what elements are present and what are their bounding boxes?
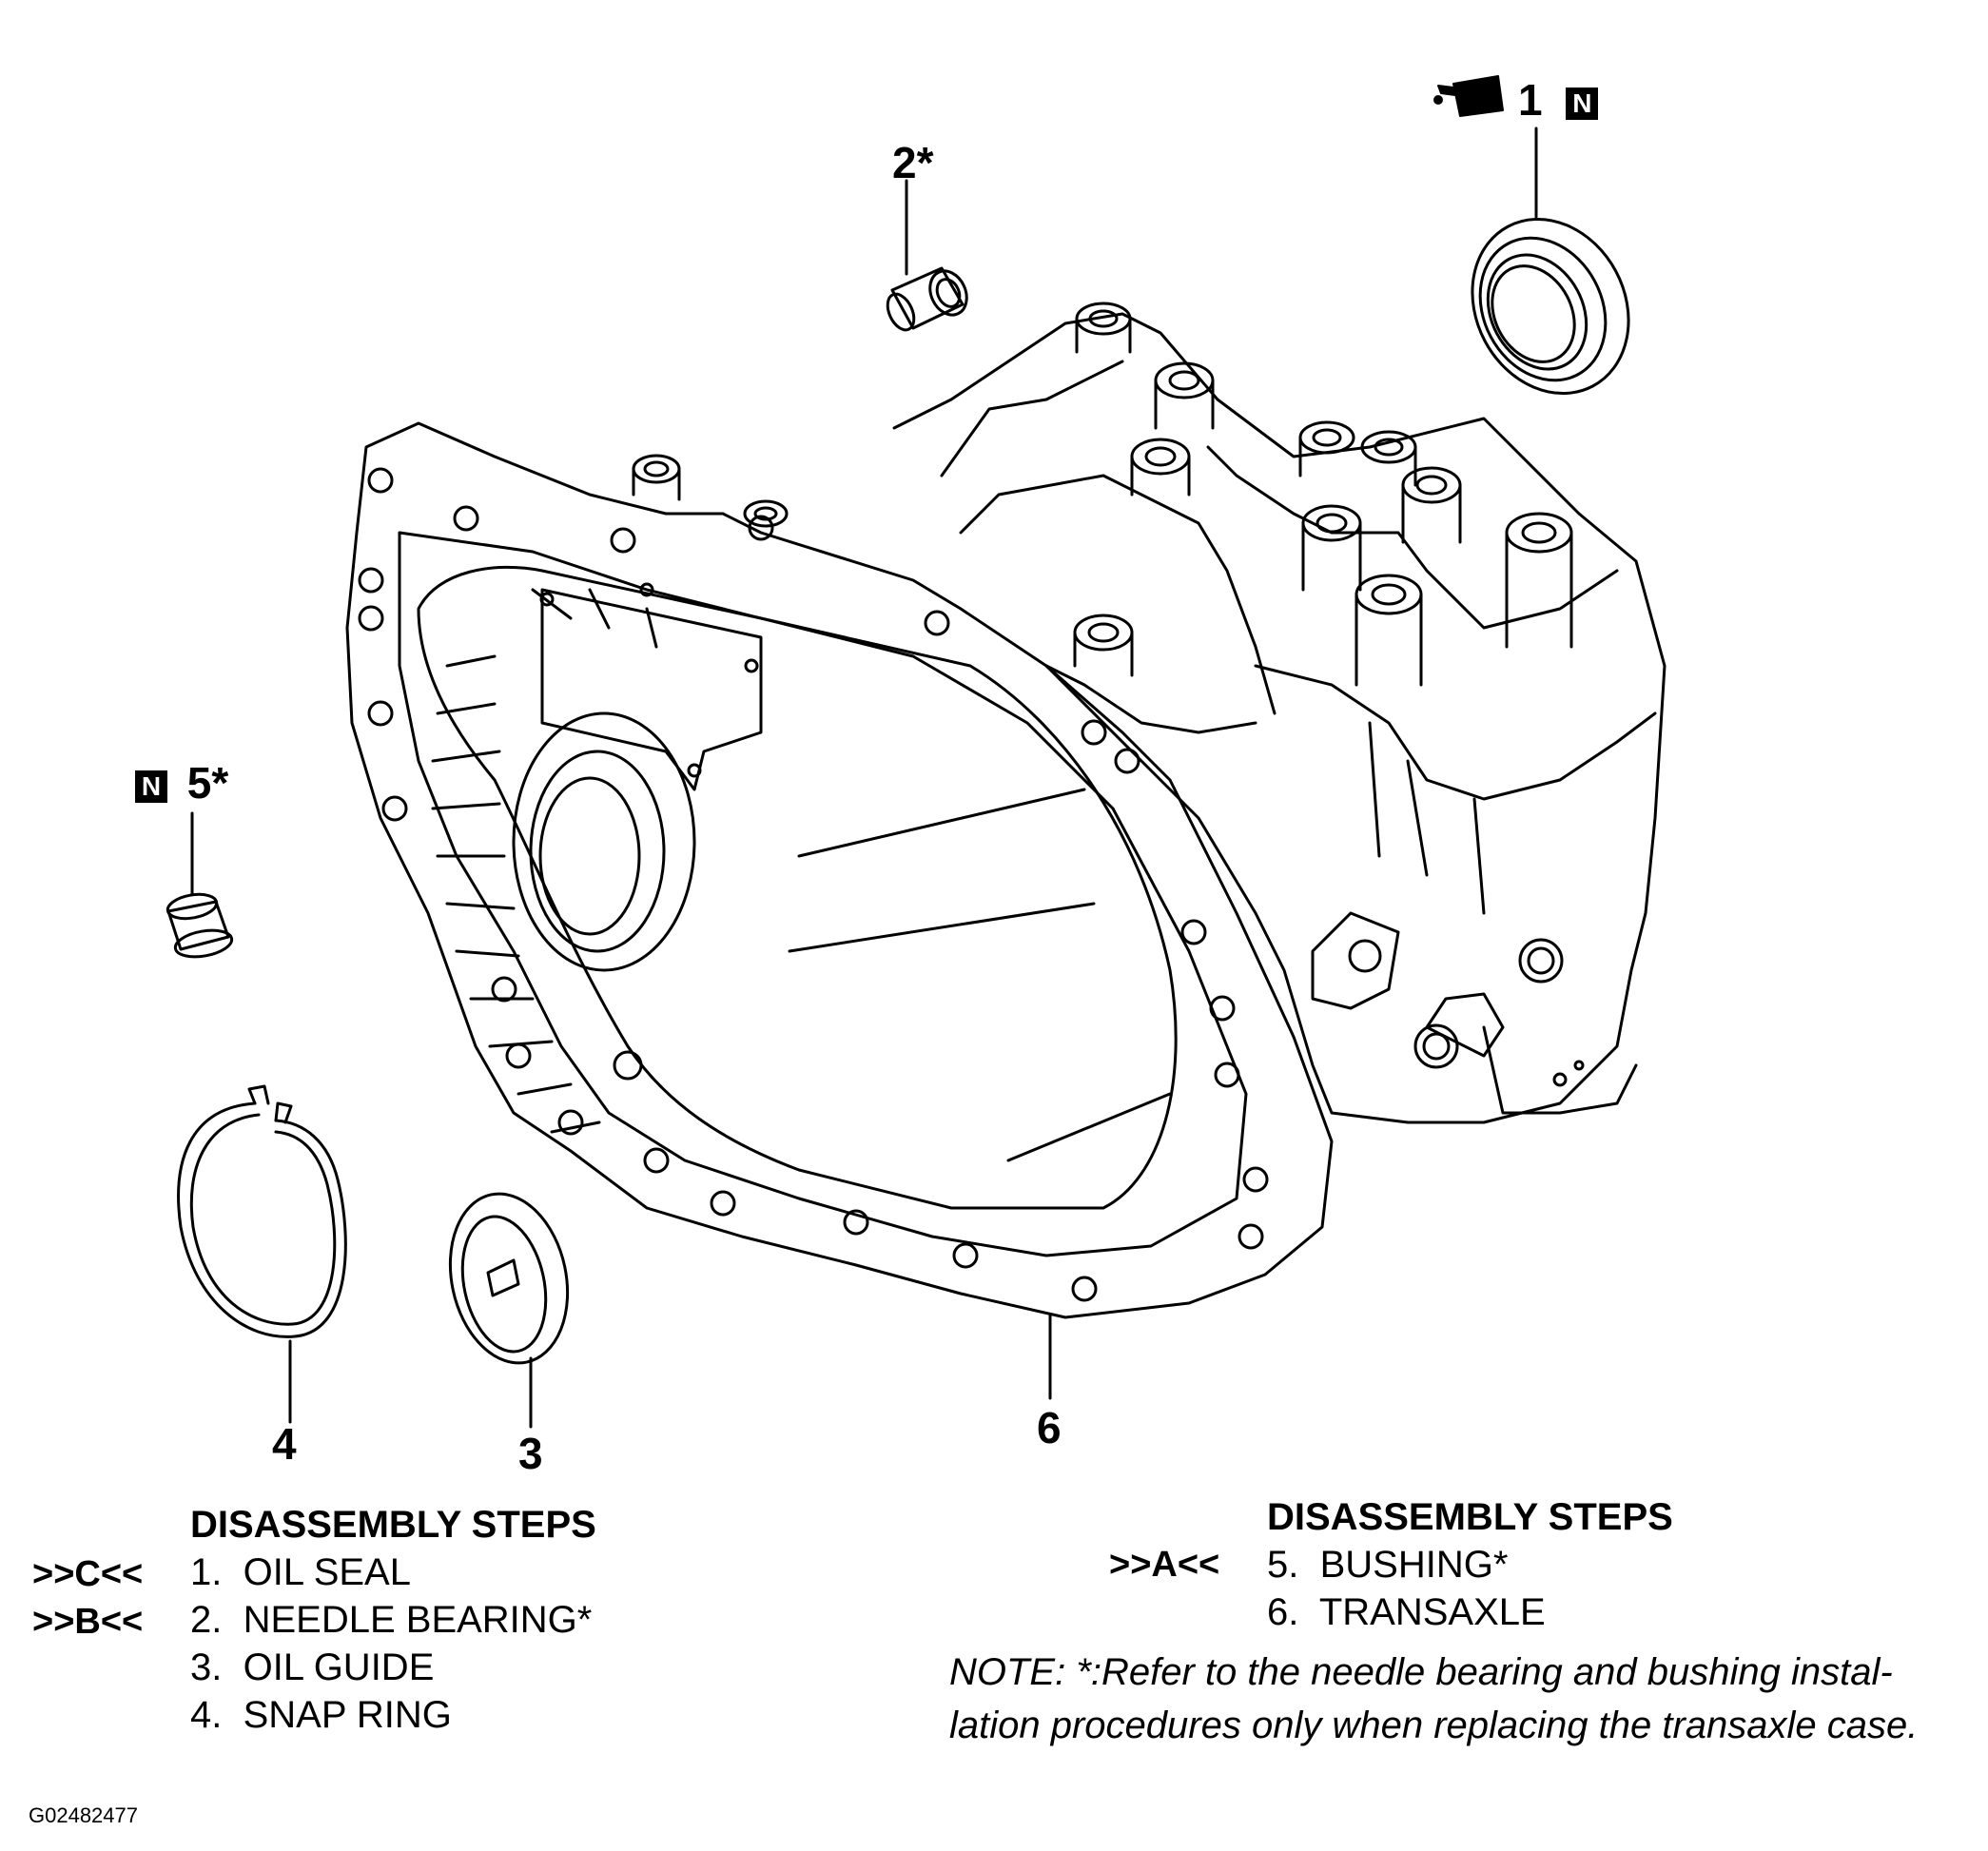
needle-bearing xyxy=(886,266,968,332)
n-badge-5: N xyxy=(135,770,167,803)
callout-5: N 5* xyxy=(135,761,228,805)
oil-seal xyxy=(1471,217,1630,396)
step-mark-c: >>C<< xyxy=(32,1554,144,1594)
step-item-3: 3. OIL GUIDE xyxy=(190,1646,435,1688)
step-mark-a: >>A<< xyxy=(1109,1545,1220,1585)
note: NOTE: *:Refer to the needle bearing and … xyxy=(949,1646,1977,1752)
transaxle-case xyxy=(345,302,1666,1319)
callout-6: 6 xyxy=(1037,1403,1062,1452)
step-item-2: 2. NEEDLE BEARING* xyxy=(190,1599,593,1641)
callout-1: 1 N xyxy=(1518,75,1599,125)
snap-ring xyxy=(177,1084,347,1338)
step-item-4: 4. SNAP RING xyxy=(190,1694,452,1736)
steps-left-heading: DISASSEMBLY STEPS xyxy=(190,1504,596,1546)
callout-2: 2* xyxy=(892,138,934,187)
callout-4: 4 xyxy=(272,1419,297,1469)
step-mark-b: >>B<< xyxy=(32,1602,144,1642)
callout-1-number: 1 xyxy=(1518,75,1543,125)
figure-id: G02482477 xyxy=(29,1803,138,1827)
note-line-2: lation procedures only when replacing th… xyxy=(949,1705,1919,1746)
step-item-1: 1. OIL SEAL xyxy=(190,1551,411,1593)
steps-right: DISASSEMBLY STEPS 5. BUSHING* 6. TRANSAX… xyxy=(1267,1493,1673,1636)
callout-3: 3 xyxy=(518,1429,543,1478)
oil-guide xyxy=(448,1192,570,1365)
n-badge-1: N xyxy=(1566,87,1599,120)
note-line-1: NOTE: *:Refer to the needle bearing and … xyxy=(949,1651,1893,1693)
steps-right-heading: DISASSEMBLY STEPS xyxy=(1267,1496,1673,1538)
bushing xyxy=(166,892,234,959)
step-item-6: 6. TRANSAXLE xyxy=(1267,1591,1546,1633)
callout-5-number: 5* xyxy=(186,758,229,808)
step-item-5: 5. BUSHING* xyxy=(1267,1544,1509,1586)
oil-can-icon xyxy=(1433,75,1504,117)
steps-left: DISASSEMBLY STEPS 1. OIL SEAL 2. NEEDLE … xyxy=(190,1501,596,1739)
